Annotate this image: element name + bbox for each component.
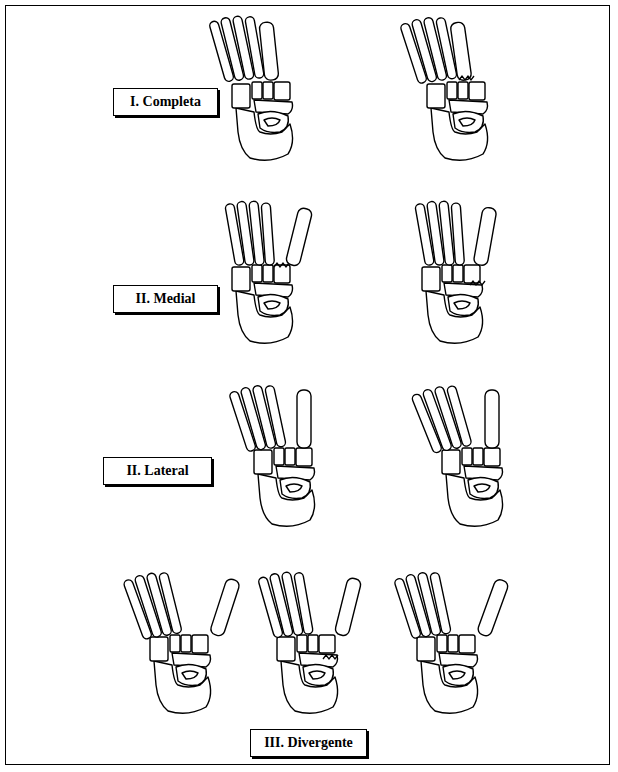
label-box: II. Medial — [113, 285, 218, 313]
foot-divergente-c — [393, 569, 509, 713]
foot-medial-a — [225, 201, 313, 343]
foot-lateral-a — [228, 382, 314, 526]
label-box: II. Lateral — [103, 457, 212, 485]
label-text: II. Medial — [124, 291, 207, 307]
label-box: I. Completa — [113, 88, 218, 116]
foot-lateral-b — [410, 382, 502, 526]
label-box: III. Divergente — [250, 729, 367, 757]
label-text: III. Divergente — [261, 735, 356, 751]
foot-divergente-a — [122, 569, 240, 713]
foot-medial-b — [415, 201, 497, 343]
foot-completa-a — [208, 14, 292, 161]
foot-divergente-b — [257, 570, 362, 714]
label-text: I. Completa — [124, 94, 207, 110]
foot-completa-b — [399, 14, 487, 160]
label-text: II. Lateral — [114, 463, 201, 479]
